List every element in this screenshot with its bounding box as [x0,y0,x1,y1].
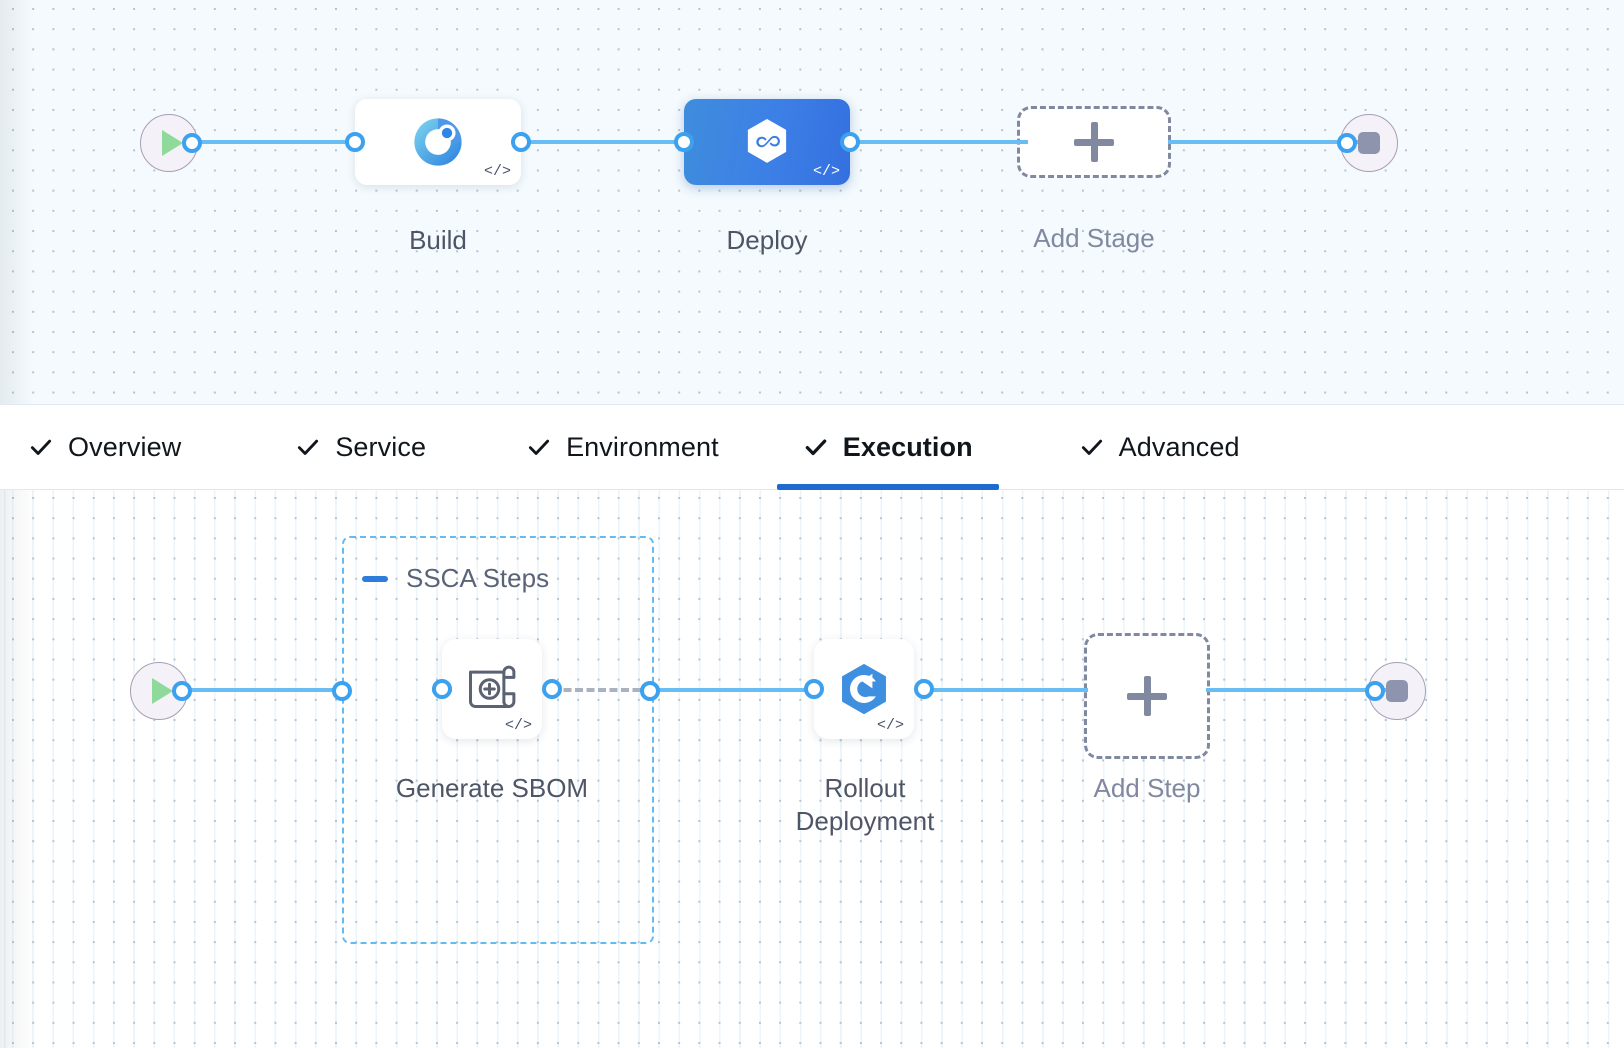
check-icon [805,439,827,456]
end-terminal[interactable] [1340,114,1398,172]
canvas-left-shade-2 [0,487,34,1048]
stop-icon [1386,680,1408,702]
stage-build-label: Build [409,225,467,255]
step-start-output-port[interactable] [172,681,192,701]
tab-label-service: Service [335,431,427,462]
stop-icon [1358,132,1380,154]
generate-sbom-output-port[interactable] [542,679,562,699]
wire-rollout-to-add [928,688,1088,692]
play-icon [151,678,173,704]
check-icon [298,439,319,455]
wire-sbom-to-group-out [552,688,652,692]
stage-build-body[interactable]: </> [355,99,521,185]
generate-sbom-code-badge[interactable]: </> [504,717,532,734]
stage-card-deploy[interactable]: </> [674,99,860,185]
check-icon [528,439,550,455]
build-input-port[interactable] [345,132,365,152]
wire-deploy-to-add [848,140,1028,144]
stage-deploy-body[interactable]: </> [684,99,850,185]
deploy-code-badge[interactable]: </> [812,163,840,180]
step-card-generate-sbom[interactable]: </> [432,639,562,739]
rollout-input-port[interactable] [804,679,824,699]
generate-sbom-body[interactable]: </> [442,639,542,739]
harness-infinity-hexagon-icon [747,118,787,163]
add-step-label: Add Step [1093,773,1201,803]
ssca-steps-group[interactable] [342,536,654,944]
wire-add-to-end-step [1206,688,1386,692]
tab-label-execution: Execution [842,431,973,462]
group-entry-port[interactable] [332,681,352,701]
rollout-output-port[interactable] [914,679,934,699]
tab-advanced[interactable]: Advanced [1079,404,1240,490]
stage-start-node[interactable] [140,114,202,172]
plus-icon [1074,122,1114,162]
pipeline-stage-canvas[interactable]: </> Build </> Deploy Add Stage [0,0,1624,418]
step-end-input-port[interactable] [1365,681,1385,701]
minus-icon[interactable] [362,575,388,582]
stage-deploy-label: Deploy [726,225,808,255]
tab-environment[interactable]: Environment [526,404,719,490]
sbom-scroll-plus-icon [469,665,516,708]
plus-icon [1127,676,1167,716]
play-icon [161,130,183,156]
tab-overview[interactable]: Overview [28,404,181,490]
wire-start-to-build [192,140,360,144]
step-label-generate-sbom: Generate SBOM [395,773,589,803]
rollout-deployment-body[interactable]: </> [814,639,914,739]
rollout-hexagon-icon [842,663,886,715]
stage-card-build[interactable]: </> [345,99,531,185]
add-step-button[interactable] [1084,633,1210,759]
deploy-input-port[interactable] [674,132,694,152]
pipeline-step-canvas[interactable]: SSCA Steps [0,487,1624,1048]
end-input-port[interactable] [1337,133,1357,153]
add-stage-box[interactable] [1017,106,1171,178]
tab-underline-active [776,484,999,490]
tab-label-environment: Environment [566,431,719,462]
tab-service[interactable]: Service [295,404,426,490]
stage-config-tabs[interactable]: Overview Service Environment Execution [0,404,1624,490]
deploy-output-port[interactable] [840,132,860,152]
check-icon [30,439,52,455]
step-label-rollout-deployment: Rollout Deployment [795,773,935,837]
add-stage-button[interactable] [1017,106,1171,178]
tab-execution[interactable]: Execution [776,404,999,490]
build-code-badge[interactable]: </> [483,163,511,180]
wire-group-to-rollout [648,688,818,692]
build-target-icon [414,118,462,166]
ssca-steps-group-title: SSCA Steps [406,563,550,593]
tab-label-overview: Overview [68,431,182,462]
add-stage-label: Add Stage [1033,223,1155,253]
wire-start-to-group [180,688,348,692]
ssca-steps-group-header[interactable]: SSCA Steps [362,563,549,594]
canvas-left-shade [0,0,34,418]
check-icon [1081,439,1102,455]
tab-label-advanced: Advanced [1118,431,1240,462]
step-card-rollout-deployment[interactable]: </> [804,639,934,739]
step-start-node[interactable] [130,662,192,720]
step-end-node[interactable] [1365,662,1426,720]
group-exit-port[interactable] [640,681,660,701]
wire-add-to-end [1168,140,1358,144]
stage-end-node[interactable] [1337,114,1398,172]
generate-sbom-input-port[interactable] [432,679,452,699]
start-output-port[interactable] [182,133,202,153]
wire-build-to-deploy [520,140,690,144]
rollout-deployment-code-badge[interactable]: </> [876,717,904,734]
build-output-port[interactable] [511,132,531,152]
add-step-box[interactable] [1084,633,1210,759]
